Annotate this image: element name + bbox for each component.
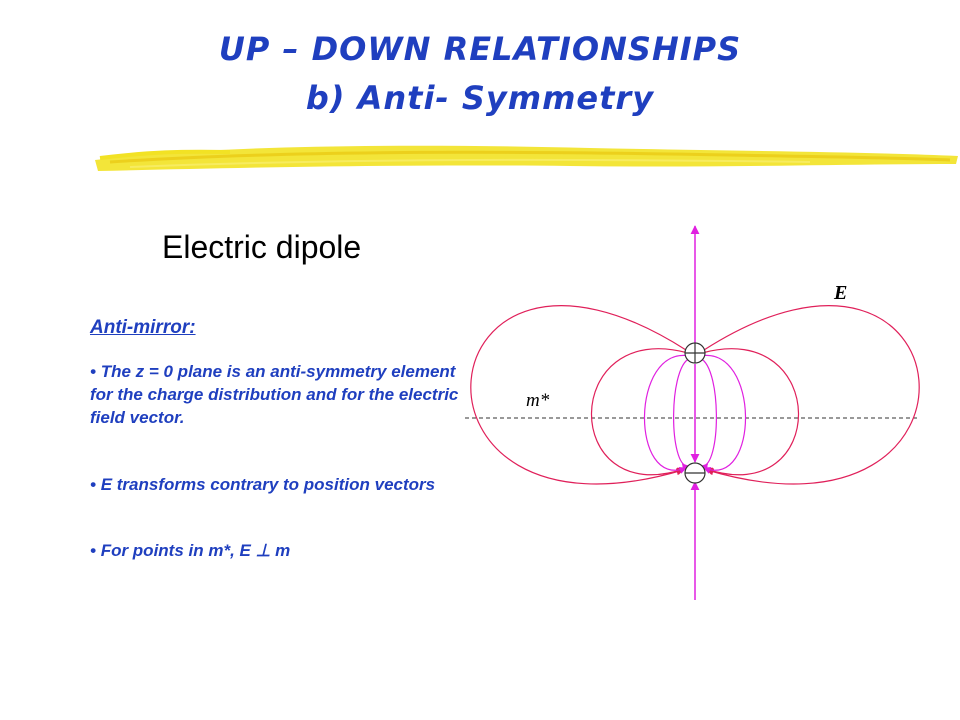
- mirror-label: m*: [526, 390, 550, 411]
- field-line-inner-left-2: [673, 357, 693, 471]
- negative-charge-icon: [684, 462, 706, 484]
- field-label: E: [833, 282, 847, 304]
- diagram-subtitle: Electric dipole: [162, 229, 362, 265]
- field-line-mid-right: [701, 348, 800, 476]
- bullet-text: The z = 0 plane is an anti-symmetry elem…: [90, 362, 459, 427]
- bullet-item: • The z = 0 plane is an anti-symmetry el…: [90, 362, 459, 427]
- field-line-outer-right: [703, 305, 920, 485]
- field-line-outer-left: [470, 305, 687, 485]
- field-line-mid-left: [590, 348, 689, 476]
- slide-title-line1: UP – DOWN RELATIONSHIPS: [218, 30, 742, 68]
- bullet-item: • E transforms contrary to position vect…: [90, 475, 436, 494]
- slide-title-line2: b) Anti- Symmetry: [305, 79, 655, 117]
- section-heading: Anti-mirror:: [90, 317, 196, 338]
- field-line-inner-right-2: [697, 357, 717, 471]
- field-line-inner-right-1: [699, 355, 747, 474]
- bullet-text: E transforms contrary to position vector…: [100, 475, 436, 494]
- highlighter-stroke-decoration: [95, 145, 958, 171]
- positive-charge-icon: [684, 342, 706, 364]
- bullet-text: For points in m*, E ⊥ m: [100, 541, 291, 560]
- field-line-inner-left-1: [643, 355, 691, 474]
- bullet-item: • For points in m*, E ⊥ m: [90, 541, 291, 560]
